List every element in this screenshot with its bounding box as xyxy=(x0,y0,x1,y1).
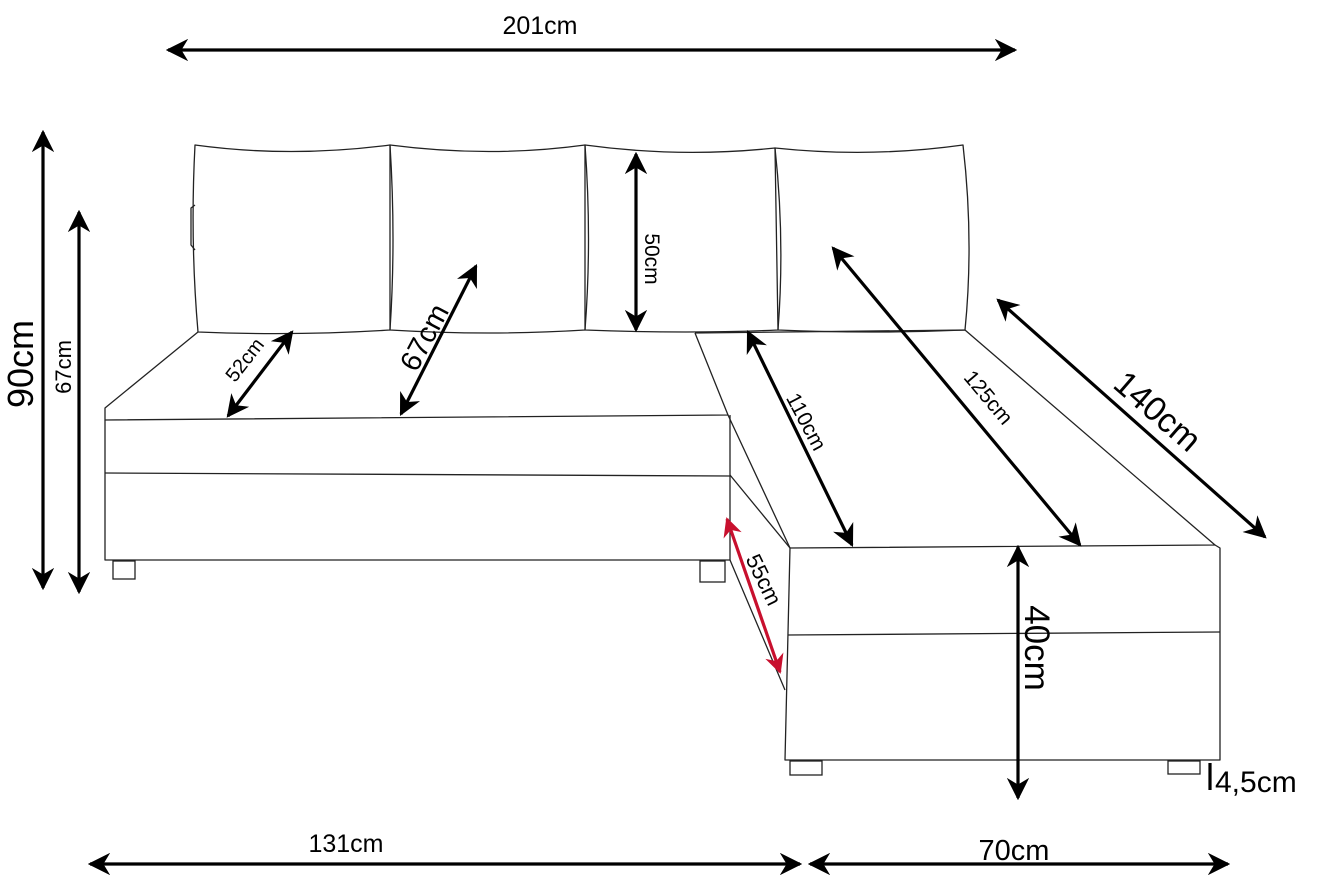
chaise-mid-length-label: 125cm xyxy=(959,366,1017,429)
dimension-labels: 201cm 90cm 67cm 50cm 52cm 67cm 110cm 125… xyxy=(0,12,1297,867)
total-height-label: 90cm xyxy=(0,320,41,408)
chaise-inner-length-label: 110cm xyxy=(781,389,830,454)
leg-4 xyxy=(1167,760,1201,775)
chaise-top xyxy=(694,329,1216,549)
chaise-front-panel xyxy=(784,544,1221,761)
chaise-front-seam xyxy=(787,631,1221,636)
main-length-label: 131cm xyxy=(308,830,383,858)
cushion-height-label: 50cm xyxy=(640,233,663,284)
cushion-to-edge-label: 67cm xyxy=(394,299,456,377)
leg-height-label: 4,5cm xyxy=(1215,766,1297,799)
chaise-width-label: 70cm xyxy=(979,835,1050,867)
back-cushion-3 xyxy=(584,144,782,333)
back-cushion-2 xyxy=(389,144,590,334)
seat-front-panel xyxy=(104,415,731,561)
seat-height-label: 40cm xyxy=(1017,605,1056,691)
chaise-side-depth-arrow xyxy=(723,517,784,674)
leg-2 xyxy=(699,560,726,583)
cushion-to-edge-arrow xyxy=(399,264,478,416)
seat-front-seam xyxy=(104,472,731,477)
chaise-outer-length-arrow xyxy=(996,298,1267,539)
back-cushion-1 xyxy=(192,144,394,335)
back-height-label: 67cm xyxy=(51,340,76,394)
leg-3 xyxy=(789,760,823,776)
chaise-inner-length-arrow xyxy=(746,329,854,548)
leg-1 xyxy=(112,560,136,580)
back-cushion-4 xyxy=(774,144,970,333)
cushion-tag xyxy=(190,204,196,251)
dimension-arrows xyxy=(31,38,1267,876)
seat-depth-arrow xyxy=(226,330,294,418)
seat-depth-label: 52cm xyxy=(222,334,269,386)
overall-width-label: 201cm xyxy=(502,12,577,40)
